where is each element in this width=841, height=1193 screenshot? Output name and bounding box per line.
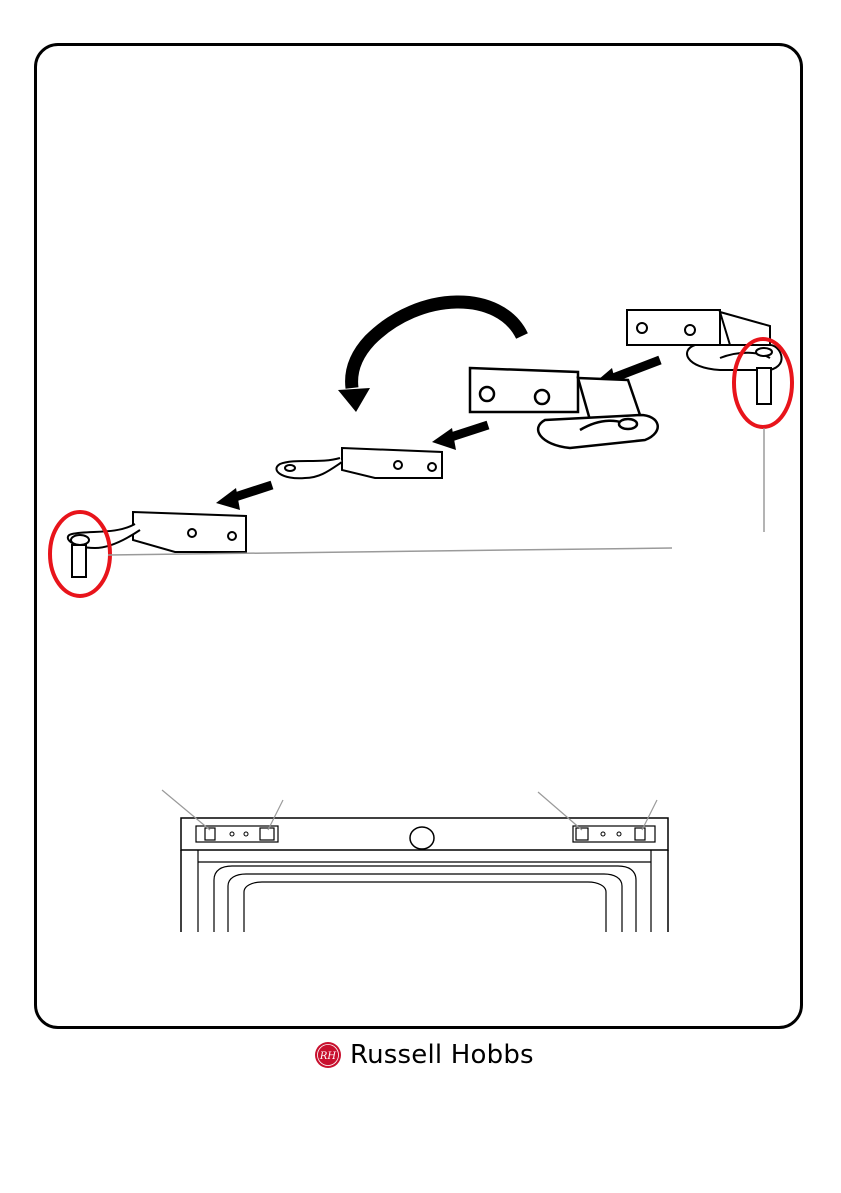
hinge-reversal-diagram	[50, 302, 792, 596]
arrow-left-2	[448, 425, 488, 438]
brand-footer: RH Russell Hobbs	[314, 1038, 534, 1072]
arrow-left-3	[232, 485, 272, 498]
cabinet-top-hinge-view	[162, 790, 668, 932]
hinge-final	[68, 512, 246, 577]
hinge-intermediate	[470, 368, 658, 448]
arrow-left-1	[608, 360, 660, 380]
brand-name: Russell Hobbs	[350, 1040, 534, 1070]
svg-text:RH: RH	[319, 1051, 337, 1062]
center-knob	[410, 827, 434, 849]
hinge-flat	[276, 448, 442, 478]
hinge-original	[627, 310, 782, 404]
arrow-head-3	[216, 488, 240, 510]
rotation-arrow-head	[338, 388, 370, 412]
arrow-head-2	[432, 428, 456, 450]
russell-hobbs-logo-icon: RH	[314, 1041, 342, 1069]
